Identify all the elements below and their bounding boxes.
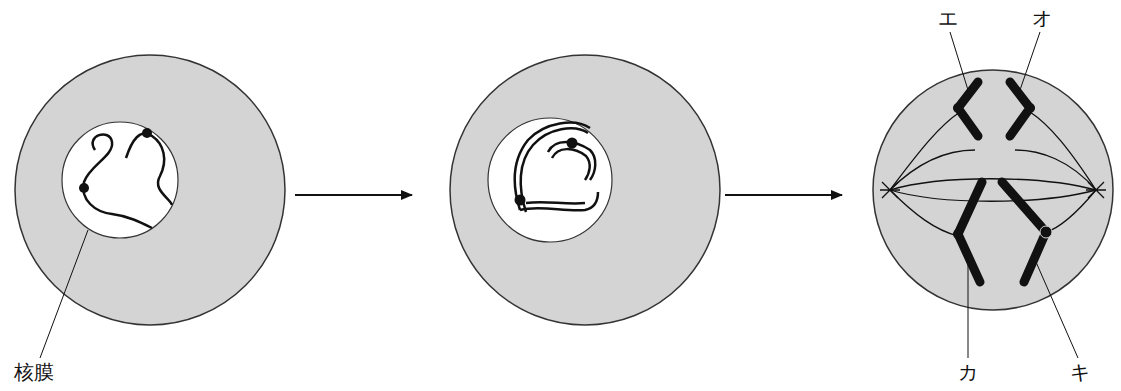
part-label: 核膜	[14, 362, 54, 382]
callout-letter: カ	[958, 362, 978, 382]
callout-letter: キ	[1070, 362, 1090, 382]
callout-letter: エ	[938, 8, 958, 28]
callout-letter: オ	[1032, 8, 1052, 28]
